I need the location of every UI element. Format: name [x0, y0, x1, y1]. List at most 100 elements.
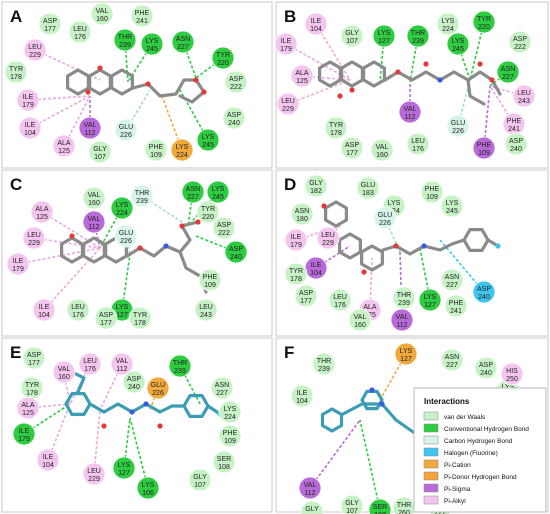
residue-number: 226	[120, 238, 132, 245]
residue-name: ILE	[25, 122, 36, 129]
residue-name: ILE	[39, 304, 50, 311]
legend-title: Interactions	[424, 397, 470, 406]
legend-item-label: Pi-Donor Hydrogen Bond	[444, 474, 517, 481]
interaction-line	[359, 419, 381, 511]
residue-number: 220	[217, 60, 229, 67]
residue-name: ASN	[501, 66, 515, 73]
legend-item-label: Pi-Cation	[444, 462, 471, 469]
residue-name: ASN	[445, 274, 459, 281]
residue-number: 179	[12, 266, 24, 273]
residue-number: 241	[508, 126, 520, 133]
residue-name: ASN	[445, 354, 459, 361]
residue-number: 179	[290, 242, 302, 249]
ligand-atom	[379, 401, 385, 407]
residue-number: 177	[28, 360, 40, 367]
residue-name: PHE	[135, 10, 150, 17]
residue-number: 104	[310, 270, 322, 277]
residue-number: 224	[442, 26, 454, 33]
residue-number: 108	[218, 464, 230, 471]
residue-number: 240	[480, 370, 492, 377]
residue-number: 241	[136, 18, 148, 25]
residue-name: ILE	[281, 38, 292, 45]
residue-name: GLU	[119, 124, 133, 131]
panel-letter-a: A	[10, 7, 22, 26]
residue-name: LEU	[28, 44, 42, 51]
residue-name: SER	[217, 456, 231, 463]
residue-name: LYS	[442, 18, 455, 25]
residue-number: 177	[44, 26, 56, 33]
panel-letter-d: D	[284, 175, 296, 194]
residue-name: ASP	[43, 18, 57, 25]
residue-number: 107	[346, 508, 358, 514]
residue-name: ASP	[479, 362, 493, 369]
residue-name: LYS	[378, 30, 391, 37]
residue-name: LYS	[212, 186, 225, 193]
residue-name: VAL	[116, 358, 129, 365]
residue-number: 229	[88, 476, 100, 483]
ligand-atom	[437, 77, 443, 83]
ligand-atom	[145, 81, 151, 87]
residue-name: ASP	[99, 312, 113, 319]
residue-name: LYS	[446, 200, 459, 207]
residue-number: 240	[230, 254, 242, 261]
residue-number: 222	[218, 230, 230, 237]
residue-number: 239	[119, 42, 131, 49]
residue-number: 179	[18, 436, 30, 443]
residue-number: 227	[446, 362, 458, 369]
residue-number: 127	[400, 356, 412, 363]
residue-number: 125	[36, 214, 48, 221]
residue-name: ILE	[311, 18, 322, 25]
residue-number: 226	[120, 132, 132, 139]
residue-name: TYR	[289, 268, 303, 275]
residue-number: 239	[412, 38, 424, 45]
residue-number: 160	[96, 16, 108, 23]
residue-number: 239	[136, 198, 148, 205]
ligand-atom	[157, 423, 163, 429]
residue-number: 109	[150, 152, 162, 159]
residue-name: LYS	[116, 202, 129, 209]
residue-name: ILE	[23, 94, 34, 101]
residue-name: THR	[397, 502, 411, 509]
residue-name: ASP	[27, 352, 41, 359]
residue-name: LYS	[118, 462, 131, 469]
legend-swatch	[423, 483, 439, 493]
residue-name: LYS	[146, 38, 159, 45]
residue-number: 243	[200, 312, 212, 319]
residue-number: 222	[230, 84, 242, 91]
ligand-atom	[97, 65, 103, 71]
interaction-line	[23, 403, 71, 435]
residue-name: VAL	[404, 106, 417, 113]
residue-name: PHE	[223, 430, 238, 437]
ligand-atom	[423, 61, 429, 67]
residue-number: 224	[116, 210, 128, 217]
residue-number: 109	[204, 282, 216, 289]
residue-name: LEU	[87, 468, 101, 475]
ligand-atom	[195, 219, 201, 225]
